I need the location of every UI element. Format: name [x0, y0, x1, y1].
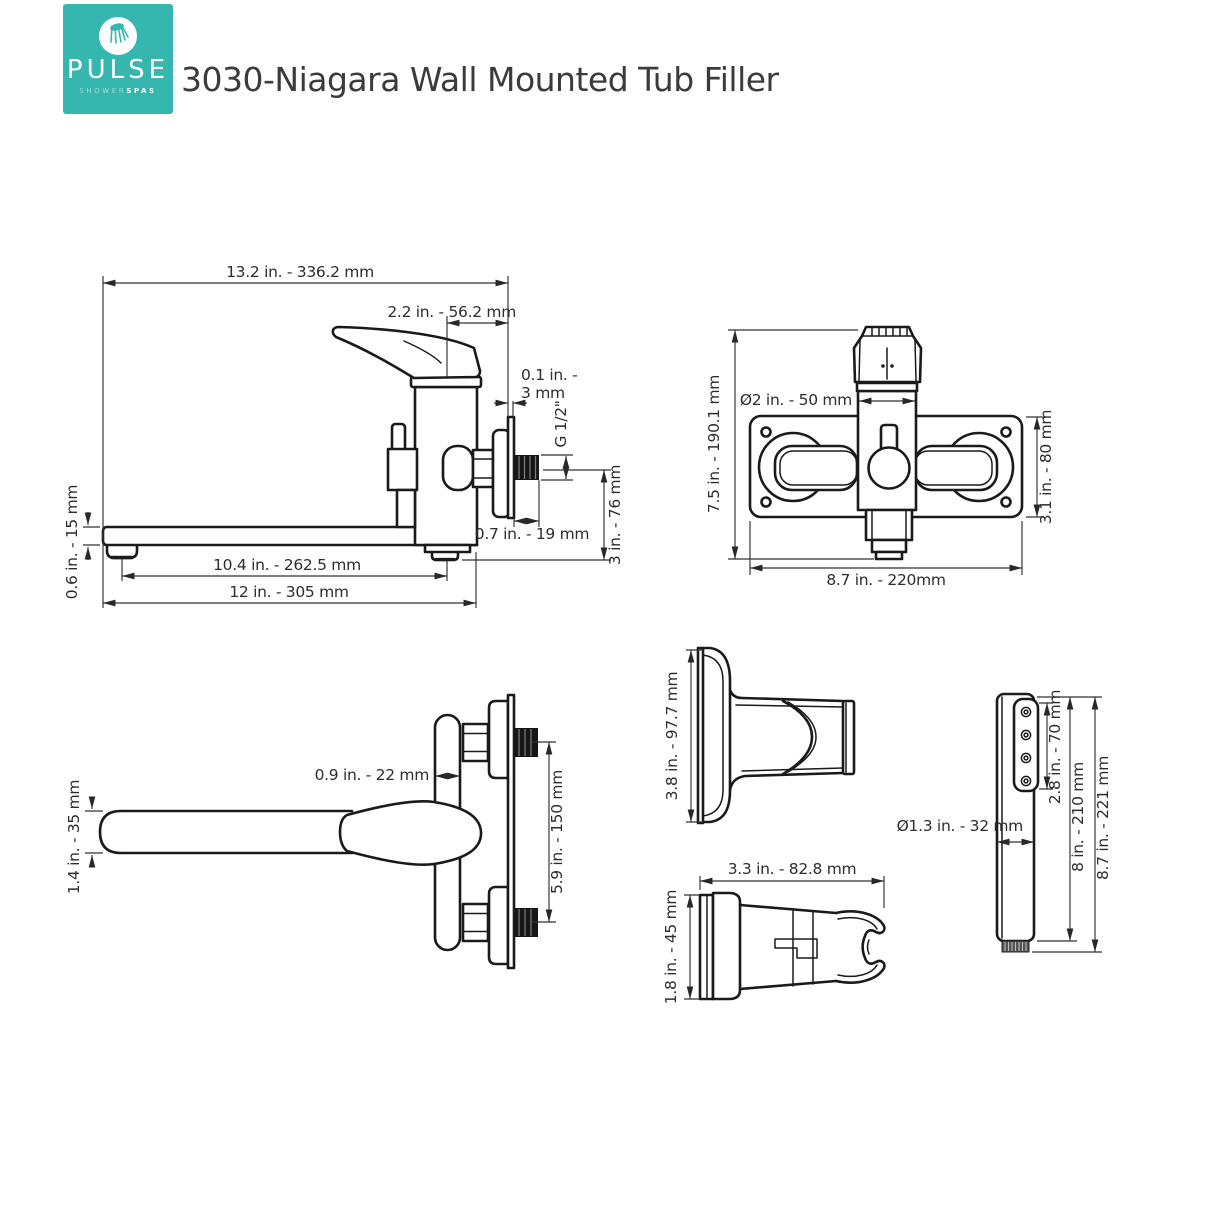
dim-nipple-length: 0.7 in. - 19 mm	[475, 525, 589, 543]
view-bracket-side: 3.8 in. - 97.7 mm	[663, 646, 856, 825]
dim-plate-thickness-line1: 0.1 in. -	[521, 366, 577, 384]
view-hand-shower: 2.8 in. - 70 mm Ø1.3 in. - 32 mm 8 in. -…	[897, 690, 1112, 953]
dim-plate-height: 3.1 in. - 80 mm	[1037, 410, 1055, 524]
dim-body-diameter: Ø2 in. - 50 mm	[740, 391, 852, 409]
dim-overall-width: 8.7 in. - 220mm	[826, 571, 945, 589]
pulse-logo: PULSE SHOWERSPAS	[63, 4, 173, 114]
dim-spout-height: 0.6 in. - 15 mm	[63, 485, 81, 599]
dim-hand-shower-body-length: 8 in. - 210 mm	[1069, 762, 1087, 872]
dim-spout-reach: 10.4 in. - 262.5 mm	[213, 556, 361, 574]
shower-spray-icon	[99, 17, 137, 55]
dim-spout-width: 1.4 in. - 35 mm	[65, 780, 83, 894]
dim-bracket-depth: 1.8 in. - 45 mm	[662, 890, 680, 1004]
dim-hand-shower-diameter: Ø1.3 in. - 32 mm	[897, 817, 1023, 835]
logo-subtitle: SHOWERSPAS	[79, 87, 157, 95]
dim-bracket-height: 3.8 in. - 97.7 mm	[663, 672, 681, 801]
dim-bracket-length: 3.3 in. - 82.8 mm	[728, 860, 857, 878]
dim-overall-length: 13.2 in. - 336.2 mm	[226, 263, 374, 281]
dim-overall-height: 7.5 in. - 190.1 mm	[705, 375, 723, 513]
page-title: 3030-Niagara Wall Mounted Tub Filler	[181, 60, 779, 99]
dim-hand-shower-overall-length: 8.7 in. - 221 mm	[1094, 756, 1112, 880]
view-bracket-top: 3.3 in. - 82.8 mm 1.8 in. - 45 mm	[662, 860, 886, 1004]
view-top-tub-filler: 0.9 in. - 22 mm 1.4 in. - 35 mm 5.9 in. …	[65, 693, 566, 970]
dim-body-depth: 0.9 in. - 22 mm	[315, 766, 429, 784]
dim-spray-face-length: 2.8 in. - 70 mm	[1046, 690, 1064, 804]
dim-plate-thickness-line2: 3 mm	[521, 384, 565, 402]
dim-thread-size: G 1/2"	[552, 400, 570, 447]
dim-outlet-drop: 3 in. - 76 mm	[606, 465, 624, 565]
dim-spout-length: 12 in. - 305 mm	[229, 583, 348, 601]
dim-handle-to-wall: 2.2 in. - 56.2 mm	[387, 303, 516, 321]
dim-inlet-spacing: 5.9 in. - 150 mm	[548, 770, 566, 894]
logo-brand-text: PULSE	[66, 55, 170, 85]
view-front-tub-filler: 7.5 in. - 190.1 mm Ø2 in. - 50 mm 3.1 in…	[705, 325, 1055, 589]
view-side-tub-filler: 13.2 in. - 336.2 mm 2.2 in. - 56.2 mm 0.…	[63, 263, 624, 608]
